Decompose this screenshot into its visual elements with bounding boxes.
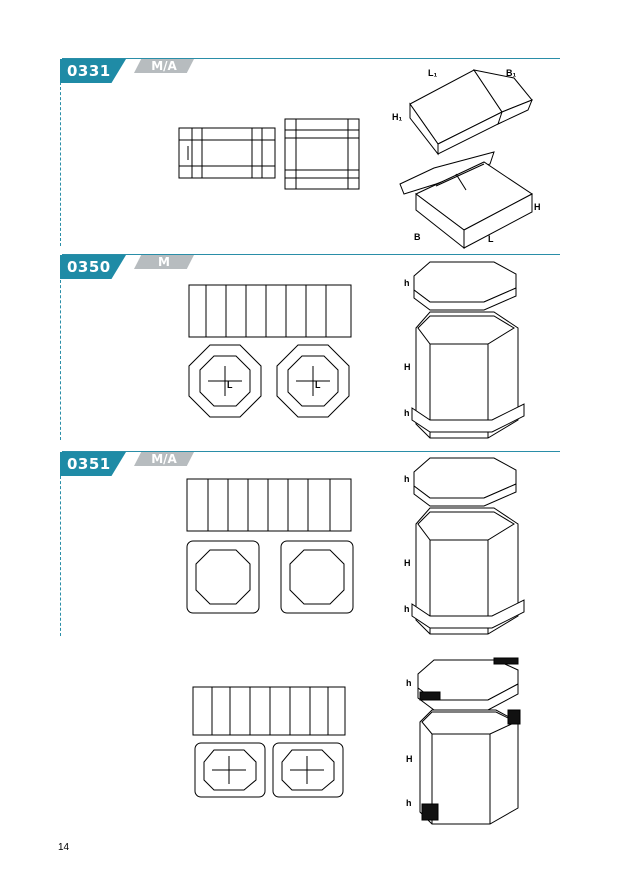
- square-lid-blank: [272, 742, 344, 798]
- dim-label-H1: H₁: [392, 112, 402, 122]
- dim-label-h: h: [406, 798, 412, 808]
- dim-label-B: B: [414, 232, 421, 242]
- square-lid-blank: [280, 540, 354, 614]
- wall-strip-blank: [192, 686, 346, 736]
- square-base-blank: [186, 540, 260, 614]
- style-type-tag: M/A: [134, 59, 194, 73]
- dim-label-L: L: [488, 234, 494, 244]
- style-type-tag: M/A: [134, 452, 194, 466]
- dim-label-H: H: [534, 202, 541, 212]
- dim-label-B1: B₁: [506, 68, 516, 78]
- dim-label-L: L: [315, 380, 321, 390]
- octagon-lid-blank: L: [276, 344, 350, 418]
- dim-label-L: L: [227, 380, 233, 390]
- dim-label-h: h: [406, 678, 412, 688]
- dim-label-h: h: [404, 278, 410, 288]
- octagon-lid-3d-view: h: [404, 261, 517, 311]
- section-guide-line: [60, 280, 61, 440]
- section-guide-line: [60, 476, 61, 636]
- dim-label-h: h: [404, 604, 410, 614]
- base-box-3d-view: H B L: [399, 151, 541, 250]
- page-number: 14: [58, 842, 70, 853]
- octagon-body-3d-view: H h: [406, 709, 521, 825]
- lid-blank-flat: [284, 118, 360, 190]
- octagon-lid-3d-view: h: [404, 457, 517, 507]
- dim-label-h: h: [404, 408, 410, 418]
- lid-3d-view: L₁ B₁ H₁: [392, 68, 533, 156]
- style-code-tab: 0331: [60, 59, 126, 83]
- style-type-tag: M: [134, 255, 194, 269]
- style-code-tab: 0350: [60, 255, 126, 279]
- section-rule: [62, 254, 560, 255]
- octagon-body-3d-view: H h: [404, 311, 525, 439]
- box-blank-flat: [178, 127, 276, 179]
- dim-label-H: H: [404, 362, 411, 372]
- dim-label-L1: L₁: [428, 68, 437, 78]
- section-rule: [62, 58, 560, 59]
- octagon-base-blank: L: [188, 344, 262, 418]
- dim-label-h: h: [404, 474, 410, 484]
- wall-strip-blank: [188, 284, 352, 338]
- section-rule: [62, 451, 560, 452]
- wall-strip-blank: [186, 478, 352, 532]
- square-base-blank: [194, 742, 266, 798]
- octagon-body-3d-view: H h: [404, 507, 525, 635]
- dim-label-H: H: [404, 558, 411, 568]
- dim-label-H: H: [406, 754, 413, 764]
- style-code-tab: 0351: [60, 452, 126, 476]
- octagon-lid-3d-view: h: [406, 657, 519, 711]
- section-guide-line: [60, 82, 61, 246]
